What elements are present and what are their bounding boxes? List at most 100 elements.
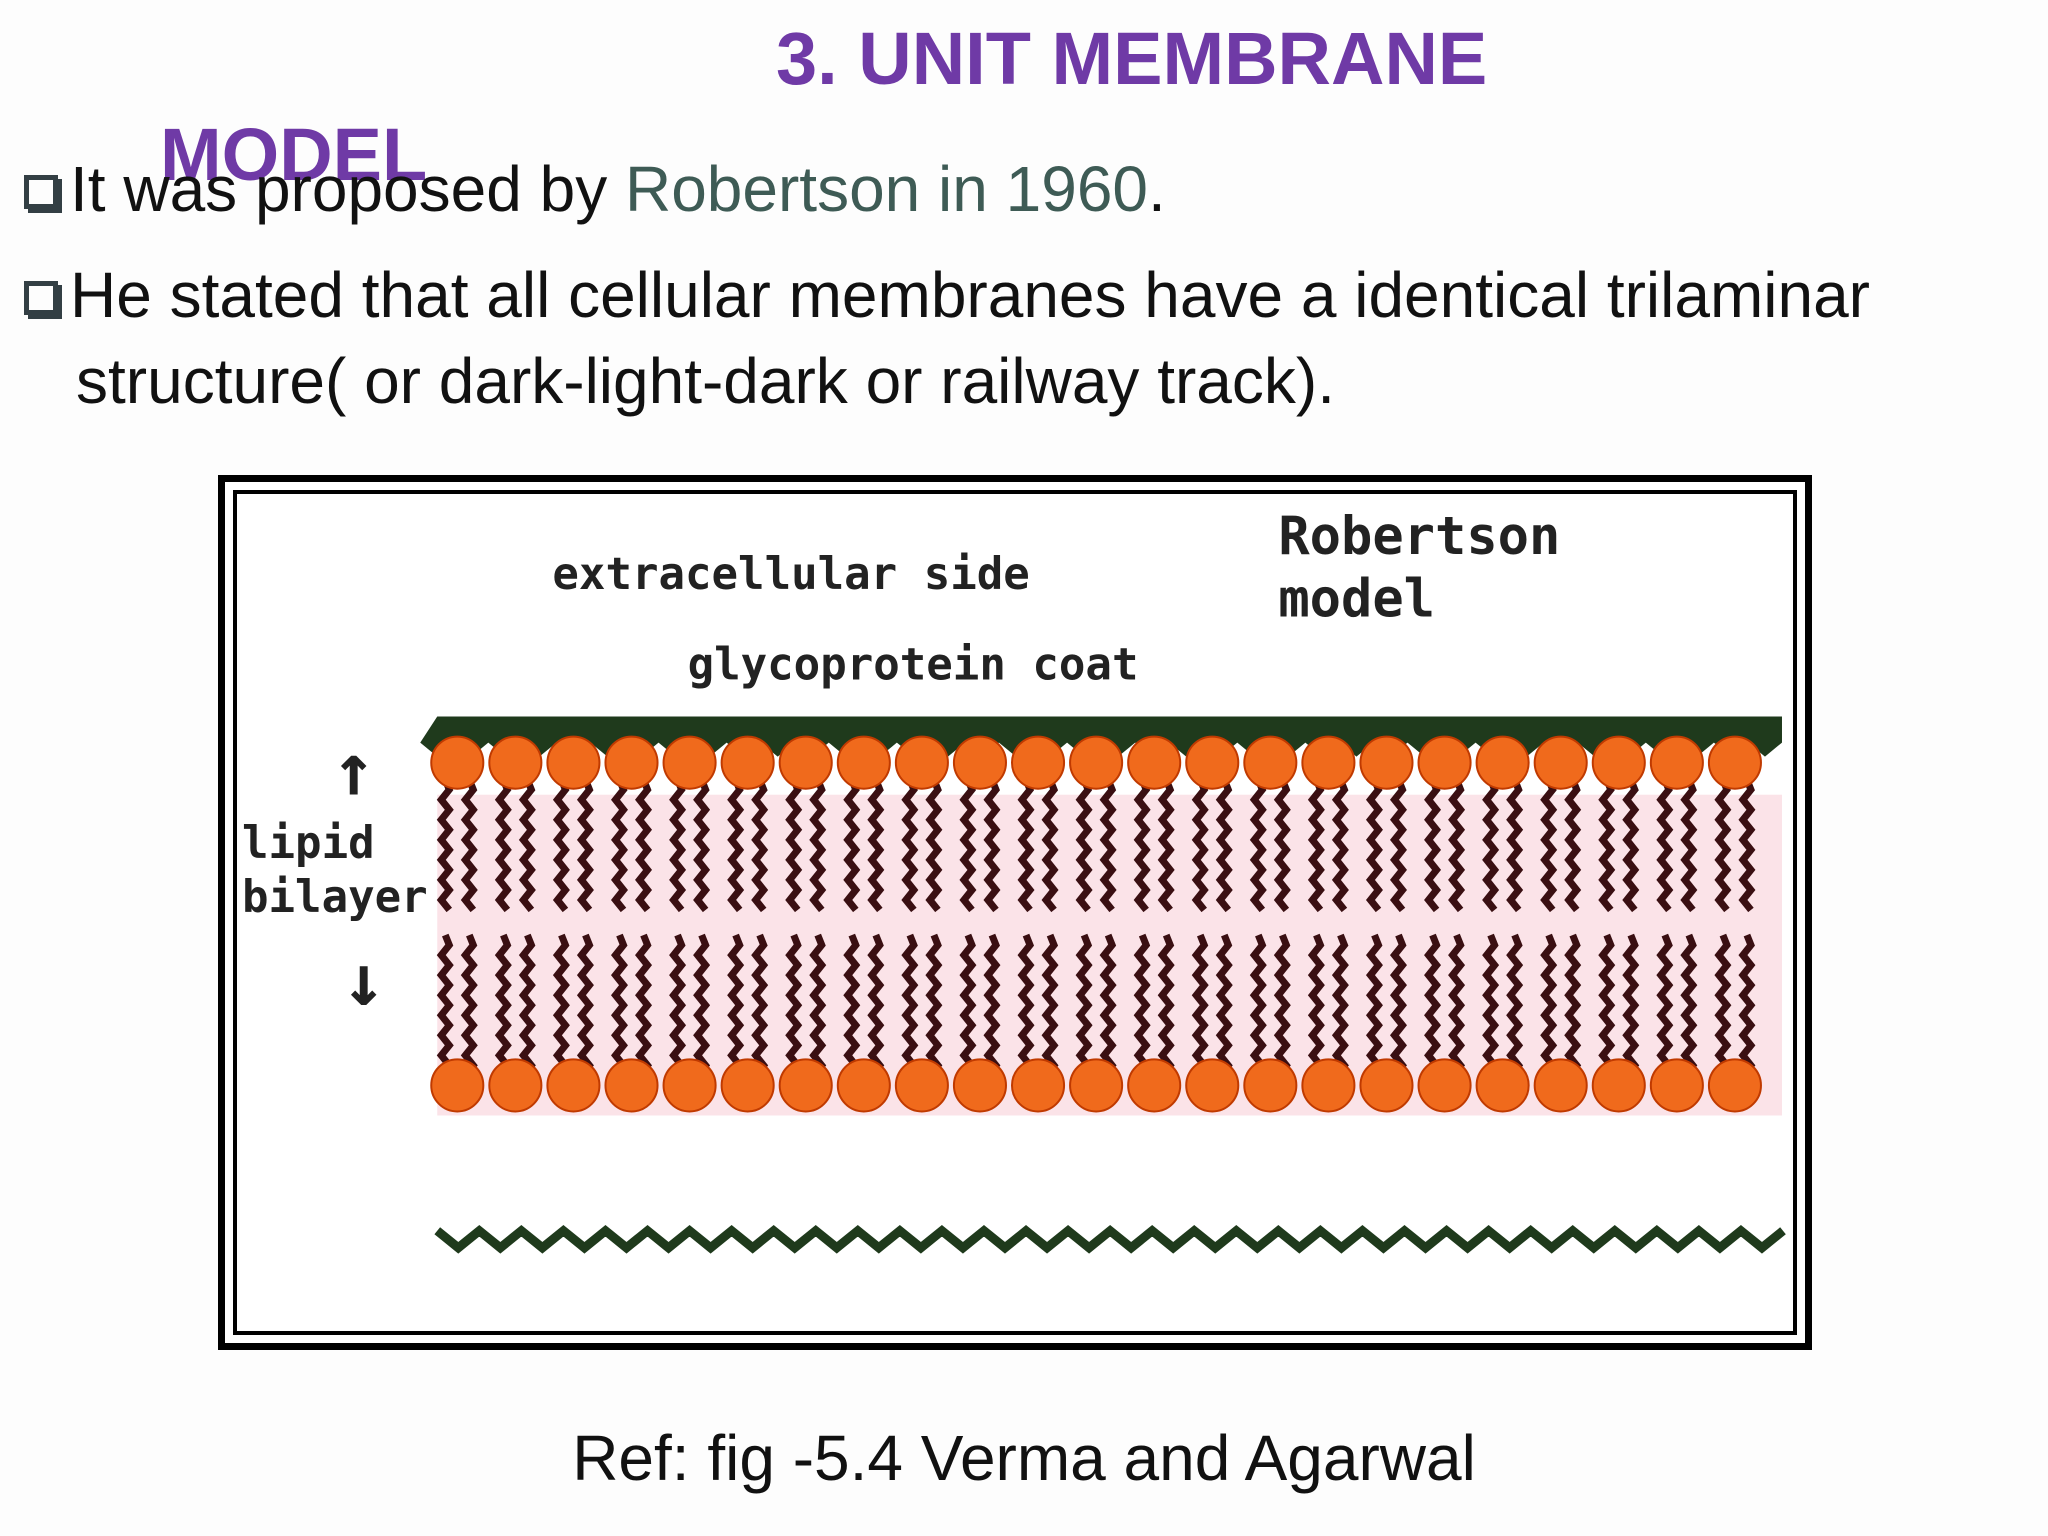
lower-lipid-tail (436, 933, 454, 1078)
lower-lipid-tail (552, 933, 570, 1078)
lower-phospholipid-head (1127, 1058, 1182, 1113)
lower-phospholipid-head (894, 1058, 949, 1113)
lower-lipid-tail (1622, 933, 1640, 1078)
reference-caption: Ref: fig -5.4 Verma and Agarwal (572, 1422, 1476, 1494)
upper-lipid-tail (1482, 778, 1500, 913)
upper-phospholipid-head (1533, 735, 1588, 790)
lower-lipid-tail (1041, 933, 1059, 1078)
lower-lipid-tail (1099, 933, 1117, 1078)
lower-lipid-tail (460, 933, 478, 1078)
upper-lipid-tail (901, 778, 919, 913)
upper-lipid-tail (925, 778, 943, 913)
bullet-robertson: It was proposed by Robertson in 1960. (24, 146, 2034, 232)
lower-lipid-tail (785, 933, 803, 1078)
upper-phospholipid-head (1010, 735, 1066, 790)
title-line-2: MODEL (160, 113, 428, 196)
upper-phospholipid-head (1417, 735, 1472, 790)
lower-lipid-tail (1506, 933, 1524, 1078)
lower-lipid-tail (925, 933, 943, 1078)
down-arrow-icon: ↓ (342, 939, 385, 1023)
upper-lipid-tail (1424, 778, 1442, 913)
upper-lipid-tail (983, 778, 1001, 913)
upper-lipid-tail (1448, 778, 1466, 913)
title-line-1: 3. UNIT MEMBRANE (776, 17, 1488, 100)
upper-lipid-tail (1714, 778, 1732, 913)
upper-phospholipid-head (1707, 735, 1762, 790)
upper-lipid-tail (1041, 778, 1059, 913)
upper-phospholipid-head (1127, 735, 1182, 790)
lower-phospholipid-head (1069, 1058, 1124, 1113)
upper-lipid-tail (1075, 778, 1093, 913)
lower-phospholipid-head (720, 1058, 775, 1113)
upper-lipid-tail (959, 778, 977, 913)
lower-phospholipid-head (1591, 1058, 1646, 1113)
lower-phospholipid-head (1649, 1058, 1704, 1113)
upper-lipid-tail (1307, 778, 1325, 913)
upper-lipid-tail (843, 778, 861, 913)
upper-lipid-tail (494, 778, 512, 913)
extracellular-side-label: extracellular side (552, 549, 1029, 600)
lower-lipid-tail (1389, 933, 1407, 1078)
bullet-2-line-2: structure( or dark-light-dark or railway… (76, 345, 1335, 417)
lower-lipid-tail (1157, 933, 1175, 1078)
upper-lipid-tail (552, 778, 570, 913)
lower-phospholipid-head (952, 1058, 1007, 1113)
bilayer-label: bilayer (242, 872, 428, 923)
upper-phospholipid-head (1591, 735, 1646, 790)
upper-lipid-tail (809, 778, 827, 913)
upper-lipid-tail (1738, 778, 1756, 913)
upper-lipid-tail (693, 778, 711, 913)
up-arrow-icon: ↑ (332, 729, 375, 813)
lower-lipid-tail (983, 933, 1001, 1078)
figure-inner-frame: extracellular side glycoprotein coat Rob… (233, 490, 1797, 1335)
upper-lipid-tail (1133, 778, 1151, 913)
lower-phospholipid-head (1243, 1058, 1298, 1113)
checkbox-bullet-icon (24, 281, 58, 315)
lower-lipid-tail (751, 933, 769, 1078)
lower-phospholipid-head (778, 1058, 833, 1113)
upper-lipid-tail (1249, 778, 1267, 913)
upper-lipid-tail (1598, 778, 1616, 913)
upper-lipid-tail (1191, 778, 1209, 913)
lower-lipid-tail (1424, 933, 1442, 1078)
lower-lipid-tail (518, 933, 536, 1078)
upper-lipid-tail (610, 778, 628, 913)
upper-lipid-tail (1273, 778, 1291, 913)
lower-lipid-tail (1331, 933, 1349, 1078)
upper-lipid-tail (1157, 778, 1175, 913)
upper-phospholipid-head (662, 735, 717, 790)
bullet-1-suffix: . (1148, 153, 1166, 225)
lower-lipid-tail (867, 933, 885, 1078)
lower-lipid-tail (1714, 933, 1732, 1078)
lower-lipid-tail (693, 933, 711, 1078)
lower-phospholipid-head (604, 1058, 659, 1113)
lower-lipid-tail (1017, 933, 1035, 1078)
lower-lipid-tail (494, 933, 512, 1078)
bullet-trilaminar: He stated that all cellular membranes ha… (24, 252, 2034, 424)
lipid-label: lipid (242, 818, 375, 869)
upper-lipid-tail (1622, 778, 1640, 913)
lower-lipid-tail (809, 933, 827, 1078)
upper-lipid-tail (867, 778, 885, 913)
lower-lipid-tail (1191, 933, 1209, 1078)
bullet-1-prefix: It was proposed by (70, 153, 625, 225)
upper-lipid-tail (635, 778, 653, 913)
upper-lipid-tail (1099, 778, 1117, 913)
upper-phospholipid-head (894, 735, 949, 790)
lower-phospholipid-head (1185, 1058, 1240, 1113)
lower-phospholipid-head (1301, 1058, 1356, 1113)
upper-lipid-tail (1656, 778, 1674, 913)
lower-phospholipid-head (1417, 1058, 1472, 1113)
lower-phospholipid-head (1010, 1058, 1066, 1113)
robertson-model-figure: extracellular side glycoprotein coat Rob… (218, 475, 1812, 1350)
upper-lipid-tail (460, 778, 478, 913)
upper-phospholipid-head (1243, 735, 1298, 790)
lower-lipid-tail (1215, 933, 1233, 1078)
upper-lipid-tail (1506, 778, 1524, 913)
lower-lipid-tail (1598, 933, 1616, 1078)
lower-phospholipid-head (836, 1058, 891, 1113)
robertson-model-label-line-2: model (1278, 569, 1435, 629)
upper-lipid-tail (751, 778, 769, 913)
upper-phospholipid-head (604, 735, 659, 790)
lower-phospholipid-head (1707, 1058, 1762, 1113)
